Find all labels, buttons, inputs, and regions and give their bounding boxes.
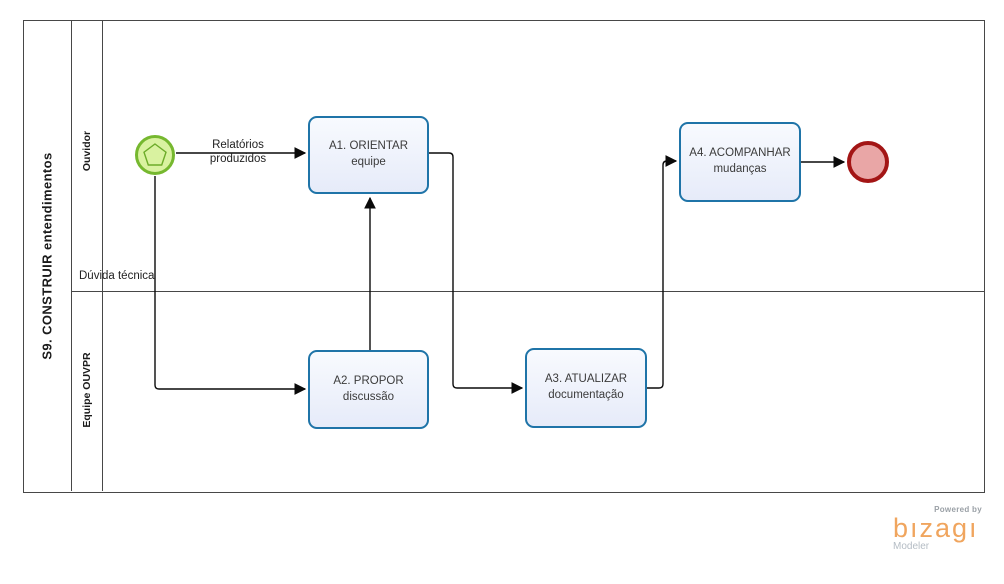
bizagi-watermark: Powered by bızagı Modeler [893, 505, 985, 552]
flow-label-duvida-tecnica: Dúvida técnica [79, 270, 155, 282]
lane-label-ouvidor: Ouvidor [81, 130, 93, 172]
powered-by-text: Powered by [934, 505, 982, 514]
flow-label-relatorios-produzidos: Relatórios produzidos [198, 138, 278, 166]
pentagon-multiple-marker-icon [143, 143, 167, 166]
pool-title: S9. CONSTRUIR entendimentos [39, 152, 55, 360]
task-a3-atualizar-documentacao[interactable]: A3. ATUALIZAR documentação [525, 348, 647, 428]
task-a1-orientar-equipe[interactable]: A1. ORIENTAR equipe [308, 116, 429, 194]
pool-title-band [23, 20, 72, 491]
lane-divider [71, 291, 984, 292]
bizagi-logo: bızagı [893, 513, 979, 543]
end-event[interactable] [847, 141, 889, 183]
flow-label-line2: produzidos [209, 153, 267, 165]
start-event-multiple[interactable] [135, 135, 175, 175]
task-a4-acompanhar-mudancas[interactable]: A4. ACOMPANHAR mudanças [679, 122, 801, 202]
task-a2-propor-discussao[interactable]: A2. PROPOR discussão [308, 350, 429, 429]
lane-label-band [71, 20, 103, 491]
modeler-text: Modeler [893, 541, 930, 552]
pool-border [23, 20, 985, 493]
flow-label-line1: Relatórios [212, 139, 264, 151]
lane-label-equipe-ouvpr: Equipe OUVPR [81, 352, 93, 428]
